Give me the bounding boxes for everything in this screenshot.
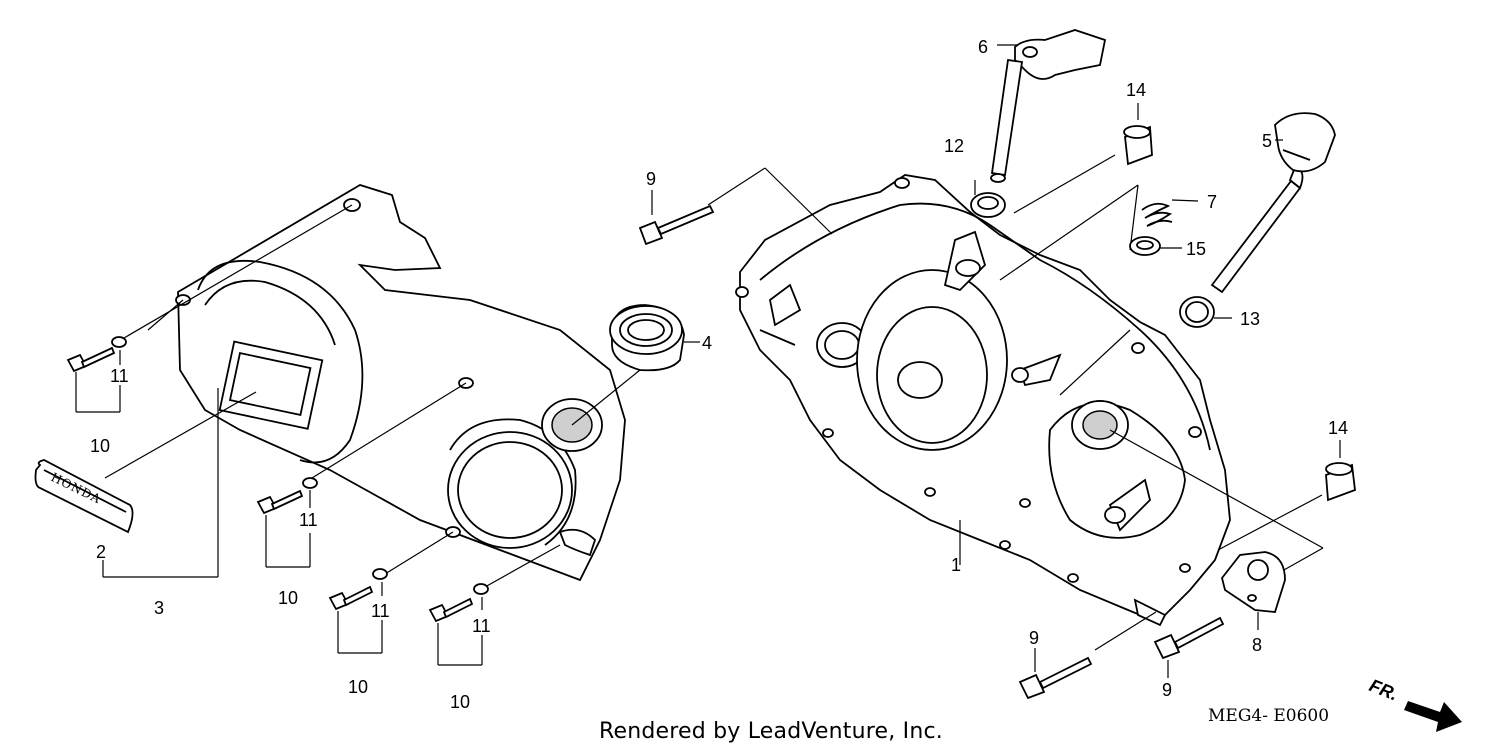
- right-leader-lines: [707, 154, 1324, 651]
- o-ring-13-part[interactable]: [1179, 296, 1232, 328]
- bolt-set-d[interactable]: [428, 583, 489, 666]
- callout-10-a: 10: [90, 436, 110, 456]
- washer-part[interactable]: [1129, 236, 1182, 256]
- o-ring-12-part[interactable]: [970, 180, 1006, 218]
- crankcase-cover-part[interactable]: [735, 174, 1231, 627]
- bolt-9-top[interactable]: [638, 190, 715, 246]
- bolt-9-bottom-right[interactable]: [1153, 616, 1225, 678]
- callout-14-bottom: 14: [1328, 418, 1348, 438]
- callout-2: 2: [96, 542, 106, 562]
- callout-8: 8: [1252, 635, 1262, 655]
- bolt-set-b[interactable]: [256, 477, 318, 568]
- callout-3: 3: [154, 598, 164, 618]
- dowel-pin-bottom-part[interactable]: [1325, 440, 1356, 502]
- callout-7: 7: [1207, 192, 1217, 212]
- dipstick-part[interactable]: [1210, 112, 1336, 294]
- sensor-part[interactable]: [990, 29, 1107, 183]
- callout-11-c: 11: [371, 601, 390, 621]
- front-arrow-icon: FR.: [1367, 675, 1462, 732]
- bolt-9-bottom-left[interactable]: [1018, 648, 1093, 700]
- bolt-set-c[interactable]: [328, 568, 388, 654]
- callout-15: 15: [1186, 239, 1206, 259]
- callout-11-a: 11: [110, 366, 129, 386]
- callout-12: 12: [944, 136, 964, 156]
- callout-5: 5: [1262, 131, 1272, 151]
- callout-6: 6: [978, 37, 988, 57]
- callout-14-top: 14: [1126, 80, 1146, 100]
- front-marker-label: FR.: [1367, 675, 1401, 704]
- outer-cover-part[interactable]: [175, 184, 626, 582]
- callout-11-b: 11: [299, 510, 318, 530]
- callout-labels: 1 2 3 4 5 6 7 8 9 9 9 10 10 10 10 11 11 …: [90, 37, 1348, 712]
- callout-13: 13: [1240, 309, 1260, 329]
- left-leader-lines: [102, 204, 561, 588]
- callout-10-d: 10: [450, 692, 470, 712]
- callout-1: 1: [951, 555, 961, 575]
- callout-10-b: 10: [278, 588, 298, 608]
- footer-text: Rendered by LeadVenture, Inc.: [599, 719, 943, 744]
- callout-9-top: 9: [646, 169, 656, 189]
- callout-11-d: 11: [472, 616, 491, 636]
- spring-part[interactable]: [1141, 199, 1199, 227]
- dowel-pin-top-part[interactable]: [1123, 103, 1153, 166]
- callout-10-c: 10: [348, 677, 368, 697]
- callout-9-bottom-right: 9: [1162, 680, 1172, 700]
- oil-seal-part[interactable]: [571, 304, 700, 426]
- diagram-code: MEG4- E0600: [1208, 706, 1329, 726]
- honda-emblem-part[interactable]: HONDA: [34, 459, 134, 534]
- clamp-part[interactable]: [1221, 551, 1286, 630]
- callout-4: 4: [702, 333, 712, 353]
- bolt-set-a[interactable]: [66, 336, 127, 413]
- callout-9-bottom-left: 9: [1029, 628, 1039, 648]
